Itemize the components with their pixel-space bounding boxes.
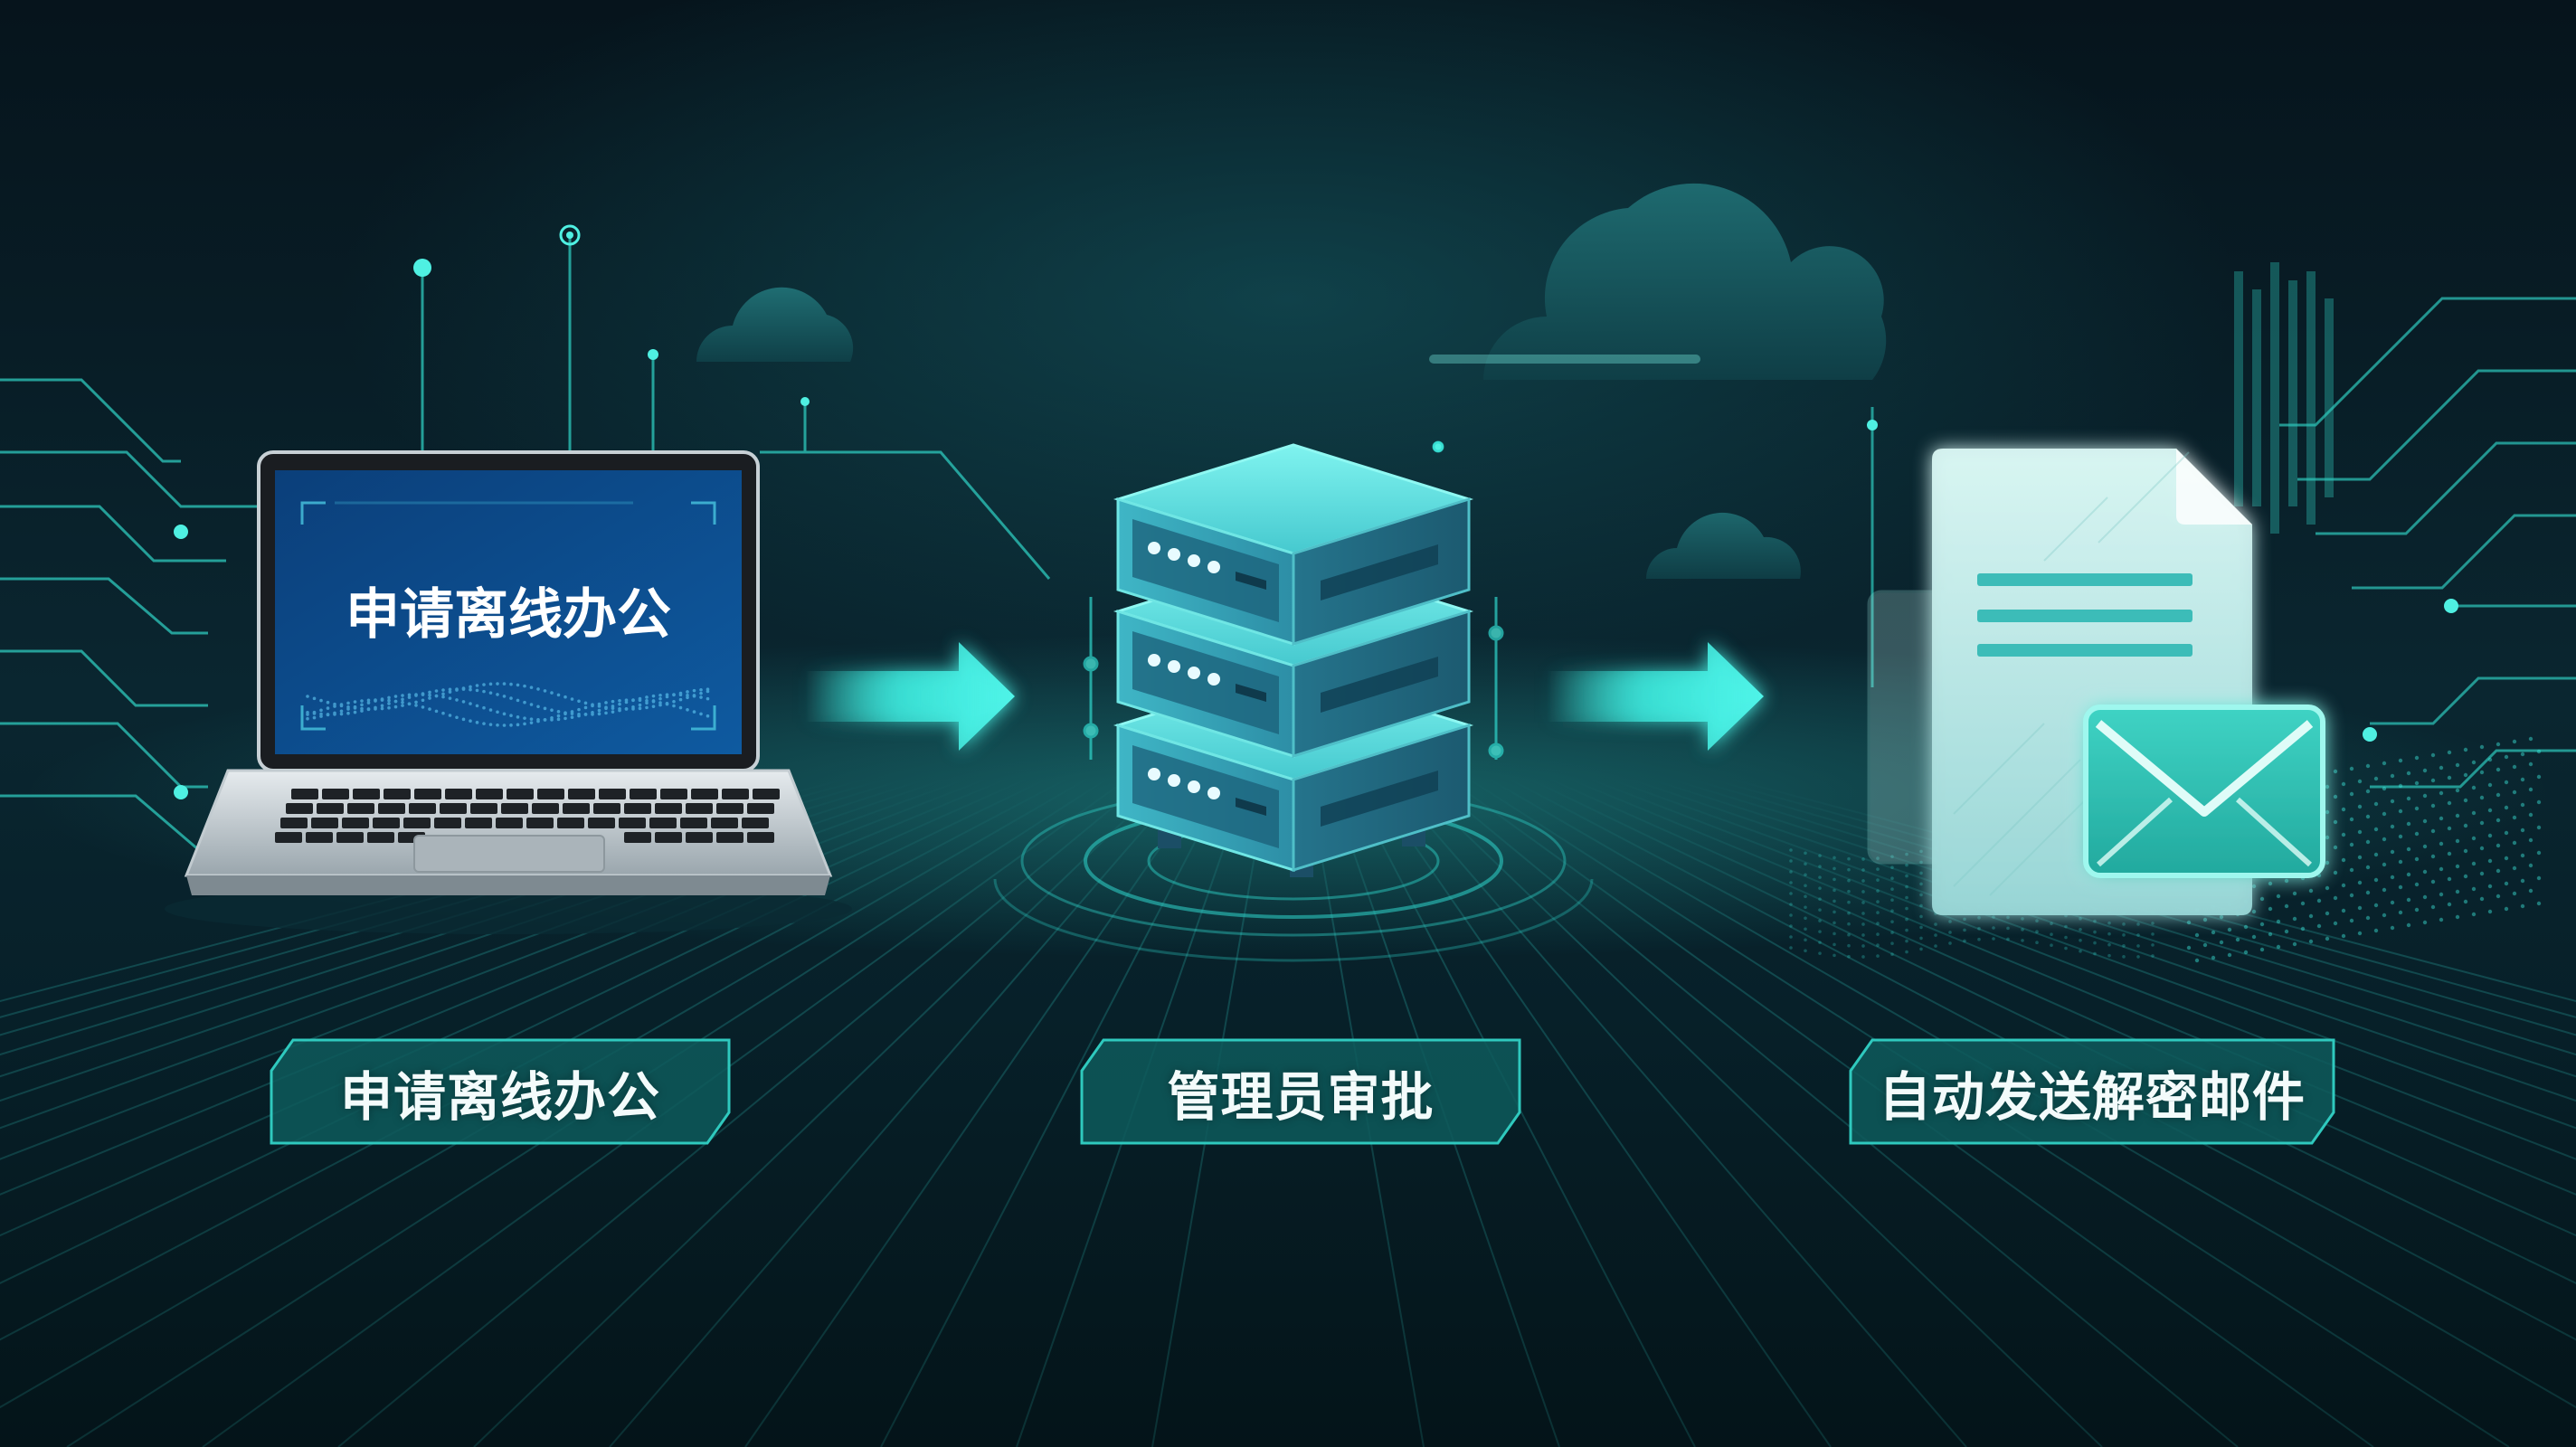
step-label-approve: 管理员审批	[1082, 1040, 1520, 1145]
data-columns-right	[2234, 262, 2334, 534]
laptop-icon: 申请离线办公	[165, 450, 852, 934]
circuit-lines-left	[0, 235, 1051, 852]
laptop-screen-text: 申请离线办公	[346, 583, 671, 647]
step-label-text: 申请离线办公	[339, 1066, 660, 1128]
email-envelope-icon	[2083, 705, 2325, 878]
step-label-text: 管理员审批	[1167, 1066, 1435, 1128]
circuit-nodes-left	[174, 224, 810, 799]
cloud-small-left	[696, 287, 854, 362]
step-label-send: 自动发送解密邮件	[1851, 1040, 2334, 1145]
step-label-text: 自动发送解密邮件	[1878, 1066, 2306, 1128]
laptop-screen	[275, 470, 742, 754]
document-lines	[1977, 573, 2192, 657]
circuit-lines-right	[1870, 297, 2576, 789]
document-email-icon	[1867, 449, 2325, 915]
server-icon	[993, 440, 1594, 962]
arrow-right-icon	[1547, 642, 1764, 751]
label-plates	[270, 1038, 2335, 1145]
cloud-small-right	[1646, 512, 1801, 579]
cloud-large	[1483, 183, 1887, 380]
arrow-right-icon	[805, 642, 1015, 751]
step-label-apply: 申请离线办公	[271, 1040, 729, 1145]
